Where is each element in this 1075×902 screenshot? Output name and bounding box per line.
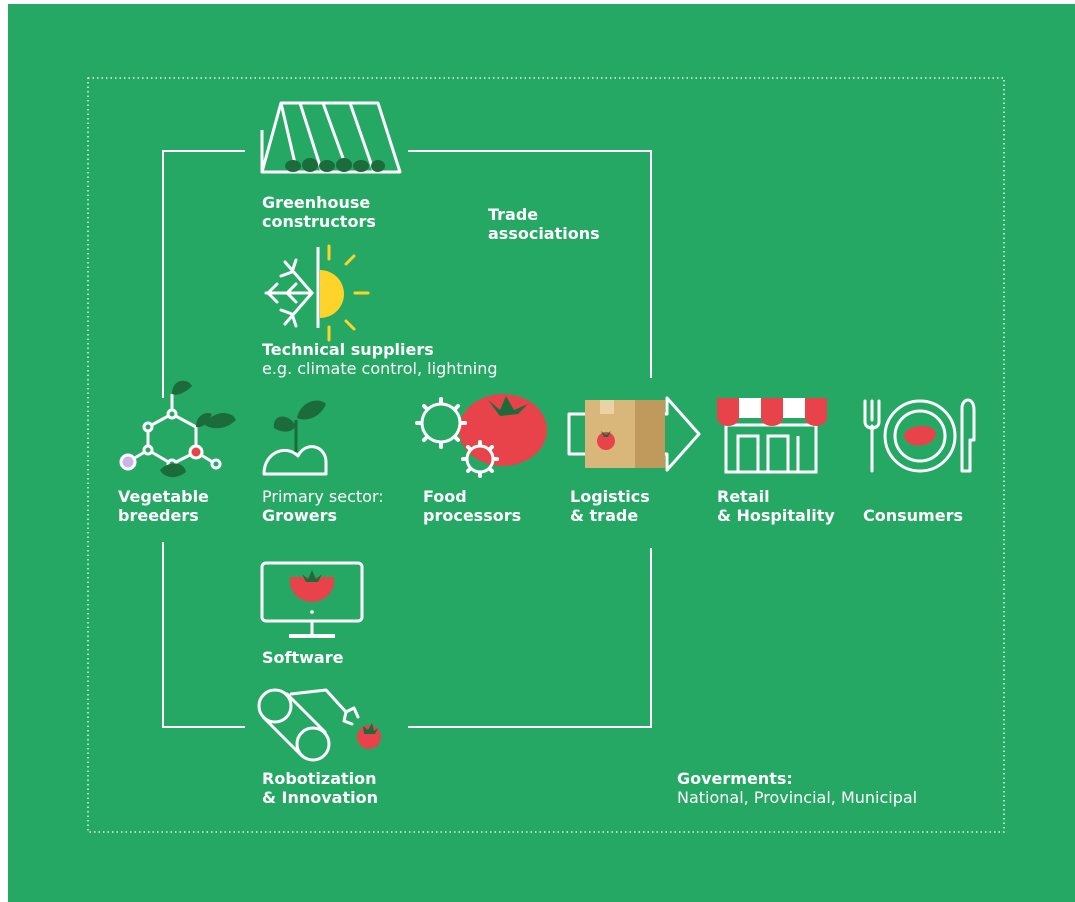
trade-line1: Trade <box>488 205 539 224</box>
plate-cutlery-icon <box>863 398 976 473</box>
greenhouse-plants <box>285 158 385 172</box>
robot-arm-icon <box>257 688 360 762</box>
software-name: Software <box>262 648 344 667</box>
government-boundary <box>87 77 1005 833</box>
consumers-label: Consumers <box>863 506 963 525</box>
primary-prefix: Primary sector: <box>262 487 384 506</box>
greenhouse-line1: Greenhouse <box>262 193 371 212</box>
robot-tomato <box>357 723 381 749</box>
sun-snowflake-icon <box>264 244 370 342</box>
trade-line2: associations <box>488 224 600 243</box>
trade-associations-label: Trade associations <box>488 205 600 243</box>
gears-tomato-icon <box>415 394 547 478</box>
logistics-trade-label: Logistics & trade <box>570 487 650 525</box>
box-arrow-icon <box>567 396 701 472</box>
sprout-icon <box>262 400 328 476</box>
technical-suppliers-label: Technical suppliers e.g. climate control… <box>262 340 498 378</box>
governments-title: Goverments: <box>677 769 793 788</box>
robotization-line2: & Innovation <box>262 788 378 807</box>
robotization-line1: Robotization <box>262 769 377 788</box>
technical-note: e.g. climate control, lightning <box>262 359 498 378</box>
greenhouse-line2: constructors <box>262 212 376 231</box>
retail-hospitality-label: Retail & Hospitality <box>717 487 835 525</box>
vegetable-breeders-label: Vegetable breeders <box>118 487 209 525</box>
monitor-tomato-icon <box>260 561 364 638</box>
food-line2: processors <box>423 506 522 525</box>
diagram-panel <box>8 4 1075 902</box>
governments-levels: National, Provincial, Municipal <box>677 788 918 807</box>
logistics-line2: & trade <box>570 506 639 525</box>
primary-sector-label: Primary sector: Growers <box>262 487 384 525</box>
breeders-line1: Vegetable <box>118 487 209 506</box>
greenhouse-constructors-label: Greenhouse constructors <box>262 193 376 231</box>
retail-line2: & Hospitality <box>717 506 835 525</box>
food-line1: Food <box>423 487 467 506</box>
store-icon <box>717 398 827 474</box>
governments-label: Goverments: National, Provincial, Munici… <box>677 769 917 807</box>
technical-title: Technical suppliers <box>262 340 434 359</box>
software-label: Software <box>262 648 343 667</box>
food-processors-label: Food processors <box>423 487 521 525</box>
trade-association-frame <box>162 150 652 728</box>
logistics-line1: Logistics <box>570 487 650 506</box>
plate-tomato <box>904 425 936 446</box>
molecule-leaf-icon <box>119 380 236 478</box>
primary-name: Growers <box>262 506 338 525</box>
consumers-name: Consumers <box>863 506 963 525</box>
breeders-line2: breeders <box>118 506 199 525</box>
retail-line1: Retail <box>717 487 770 506</box>
robotization-innovation-label: Robotization & Innovation <box>262 769 378 807</box>
